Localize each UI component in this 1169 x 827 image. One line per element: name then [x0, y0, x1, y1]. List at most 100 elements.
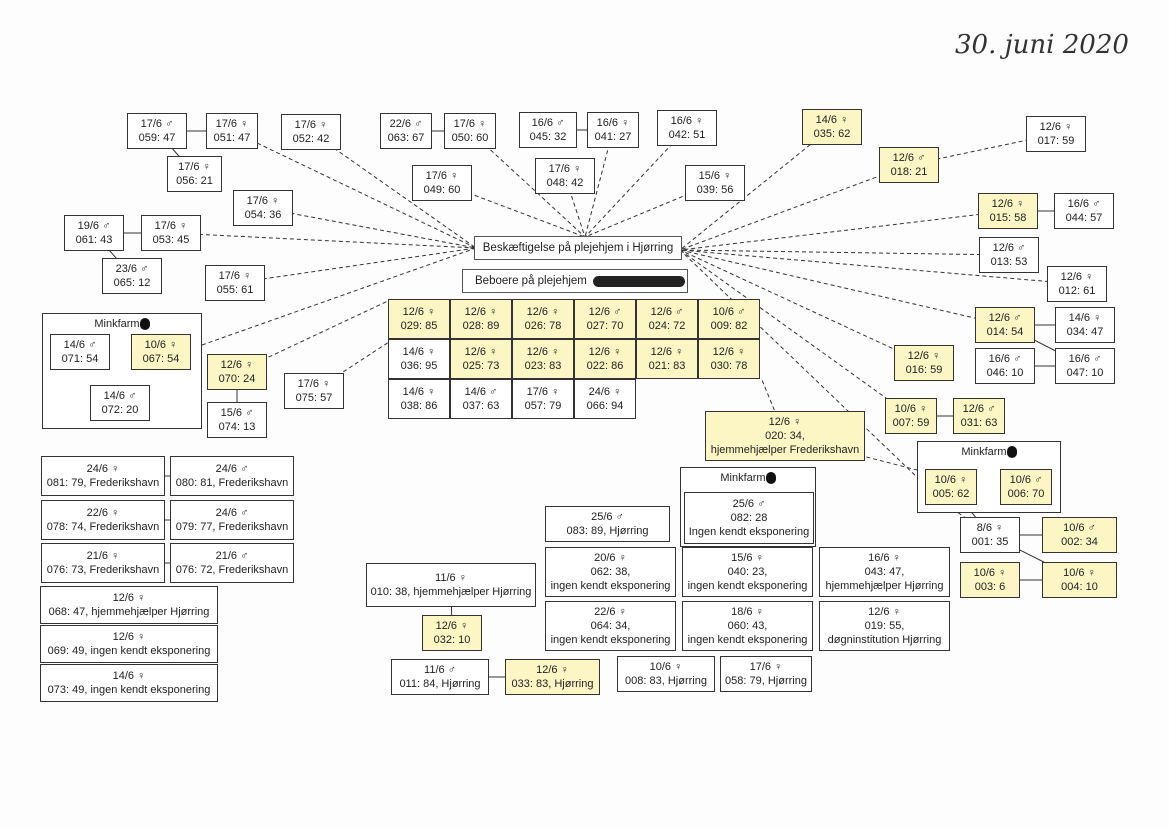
case-node: 12/6 ♀023: 83 — [512, 339, 574, 379]
case-date-sex: 24/6 ♂ — [215, 463, 249, 475]
case-node: 22/6 ♀064: 34,ingen kendt eksponering — [545, 601, 676, 651]
case-id-age: 045: 32 — [529, 131, 567, 143]
case-id-age: 069: 49, ingen kendt eksponering — [47, 645, 211, 657]
case-id-age: 029: 85 — [400, 320, 438, 332]
case-node: 17/6 ♀051: 47 — [206, 113, 258, 149]
case-id-age: 015: 58 — [989, 212, 1027, 224]
case-node: 12/6 ♀016: 59 — [894, 345, 954, 381]
case-node: 10/6 ♀007: 59 — [885, 398, 937, 434]
case-node: 12/6 ♂031: 63 — [953, 398, 1005, 434]
case-id-age: 038: 86 — [400, 400, 438, 412]
case-id-age: 066: 94 — [586, 400, 624, 412]
case-node: 22/6 ♀078: 74, Frederikshavn — [41, 500, 165, 540]
case-node: 16/6 ♂044: 57 — [1054, 193, 1114, 229]
case-node: 24/6 ♂080: 81, Frederikshavn — [170, 456, 294, 496]
case-date-sex: 17/6 ♀ — [218, 270, 252, 282]
case-date-sex: 12/6 ♀ — [650, 346, 684, 358]
exposure-link — [584, 127, 688, 238]
case-id-age: 060: 43, — [727, 620, 768, 632]
case-node: 15/6 ♀039: 56 — [685, 165, 745, 201]
case-id-age: 051: 47 — [213, 132, 251, 144]
case-date-sex: 12/6 ♂ — [650, 306, 684, 318]
case-node: 12/6 ♀026: 78 — [512, 299, 574, 339]
case-date-sex: 14/6 ♀ — [815, 114, 849, 126]
case-id-age: 054: 36 — [244, 209, 282, 221]
case-date-sex: 14/6 ♂ — [103, 390, 137, 402]
exposure-link — [262, 207, 477, 249]
case-date-sex: 12/6 ♀ — [712, 346, 746, 358]
case-id-age: 007: 59 — [892, 417, 930, 429]
case-id-age: 016: 59 — [905, 364, 943, 376]
case-date-sex: 16/6 ♂ — [1068, 353, 1102, 365]
case-date-sex: 14/6 ♂ — [63, 339, 97, 351]
case-id-age: 021: 83 — [648, 360, 686, 372]
case-node: 17/6 ♀052: 42 — [281, 114, 341, 150]
case-node: 12/6 ♂024: 72 — [636, 299, 698, 339]
case-date-sex: 18/6 ♀ — [731, 606, 764, 618]
case-node: 14/6 ♂037: 63 — [450, 379, 512, 419]
case-date-sex: 10/6 ♀ — [649, 661, 683, 673]
exposure-link — [679, 126, 833, 251]
case-date-sex: 17/6 ♀ — [294, 119, 328, 131]
case-id-age: 074: 13 — [218, 421, 256, 433]
group-label: Minkfarm — [94, 318, 140, 330]
case-id-age: 019: 55, — [864, 620, 905, 632]
case-id-age: 079: 77, Frederikshavn — [175, 521, 289, 533]
case-node: 11/6 ♂011: 84, Hjørring — [391, 659, 489, 695]
case-date-sex: 10/6 ♀ — [144, 339, 178, 351]
case-date-sex: 16/6 ♀ — [596, 117, 630, 129]
case-date-sex: 10/6 ♂ — [1063, 522, 1096, 534]
exposure-link — [231, 130, 477, 249]
case-node: 15/6 ♀040: 23,ingen kendt eksponering — [682, 547, 813, 597]
case-id-age: 057: 79 — [524, 400, 562, 412]
case-node: 17/6 ♂059: 47 — [127, 113, 187, 149]
case-node: 17/6 ♀055: 61 — [205, 265, 265, 301]
case-node: 20/6 ♀062: 38,ingen kendt eksponering — [545, 547, 676, 597]
case-id-age: 082: 28 — [730, 512, 768, 524]
case-node: 10/6 ♂002: 34 — [1042, 517, 1117, 553]
case-date-sex: 12/6 ♂ — [988, 312, 1022, 324]
case-id-age: 001: 35 — [971, 536, 1009, 548]
case-id-age: 072: 20 — [101, 404, 139, 416]
case-id-age: 073: 49, ingen kendt eksponering — [47, 684, 211, 696]
case-id-age: 012: 61 — [1058, 285, 1096, 297]
case-node: 12/6 ♀015: 58 — [978, 193, 1038, 229]
case-date-sex: 23/6 ♂ — [115, 263, 149, 275]
case-date-sex: 17/6 ♀ — [425, 170, 459, 182]
case-date-sex: 16/6 ♂ — [531, 117, 565, 129]
case-node: 15/6 ♂074: 13 — [207, 402, 267, 438]
case-node: 11/6 ♀010: 38, hjemmehjælper Hjørring — [366, 563, 536, 607]
case-date-sex: 16/6 ♀ — [670, 115, 704, 127]
case-id-age: 065: 12 — [113, 277, 151, 289]
case-id-age: 027: 70 — [586, 320, 624, 332]
case-id-age: 026: 78 — [524, 320, 562, 332]
case-node: 10/6 ♂006: 70 — [1000, 469, 1052, 505]
case-date-sex: 17/6 ♀ — [749, 661, 783, 673]
case-id-age: 003: 6 — [974, 581, 1006, 593]
case-node: 12/6 ♀068: 47, hjemmehjælper Hjørring — [40, 586, 218, 624]
case-date-sex: 12/6 ♀ — [220, 359, 254, 371]
case-date-sex: 12/6 ♀ — [464, 346, 498, 358]
case-id-age: 011: 84, Hjørring — [399, 678, 481, 690]
case-node: 12/6 ♀019: 55,døgninstitution Hjørring — [819, 601, 950, 651]
case-date-sex: 15/6 ♀ — [698, 170, 732, 182]
group-label: Minkfarm — [961, 446, 1007, 458]
case-node: 12/6 ♀020: 34,hjemmehjælper Frederikshav… — [705, 411, 865, 461]
case-date-sex: 22/6 ♀ — [594, 606, 627, 618]
case-date-sex: 12/6 ♀ — [526, 346, 560, 358]
case-date-sex: 16/6 ♀ — [868, 552, 901, 564]
case-id-age: 009: 82 — [710, 320, 748, 332]
case-node: 22/6 ♂063: 67 — [380, 113, 432, 149]
case-node: 19/6 ♂061: 43 — [64, 215, 124, 251]
case-node: 12/6 ♀025: 73 — [450, 339, 512, 379]
case-date-sex: 12/6 ♀ — [868, 606, 901, 618]
case-node: 17/6 ♀056: 21 — [167, 156, 222, 192]
case-node: 12/6 ♂027: 70 — [574, 299, 636, 339]
case-date-sex: 21/6 ♀ — [86, 550, 120, 562]
case-date-sex: 12/6 ♀ — [112, 592, 146, 604]
case-node: 12/6 ♀ 021: 83 — [636, 339, 698, 379]
case-date-sex: 21/6 ♂ — [215, 550, 249, 562]
case-date-sex: 10/6 ♂ — [1009, 474, 1043, 486]
case-date-sex: 22/6 ♂ — [389, 118, 423, 130]
